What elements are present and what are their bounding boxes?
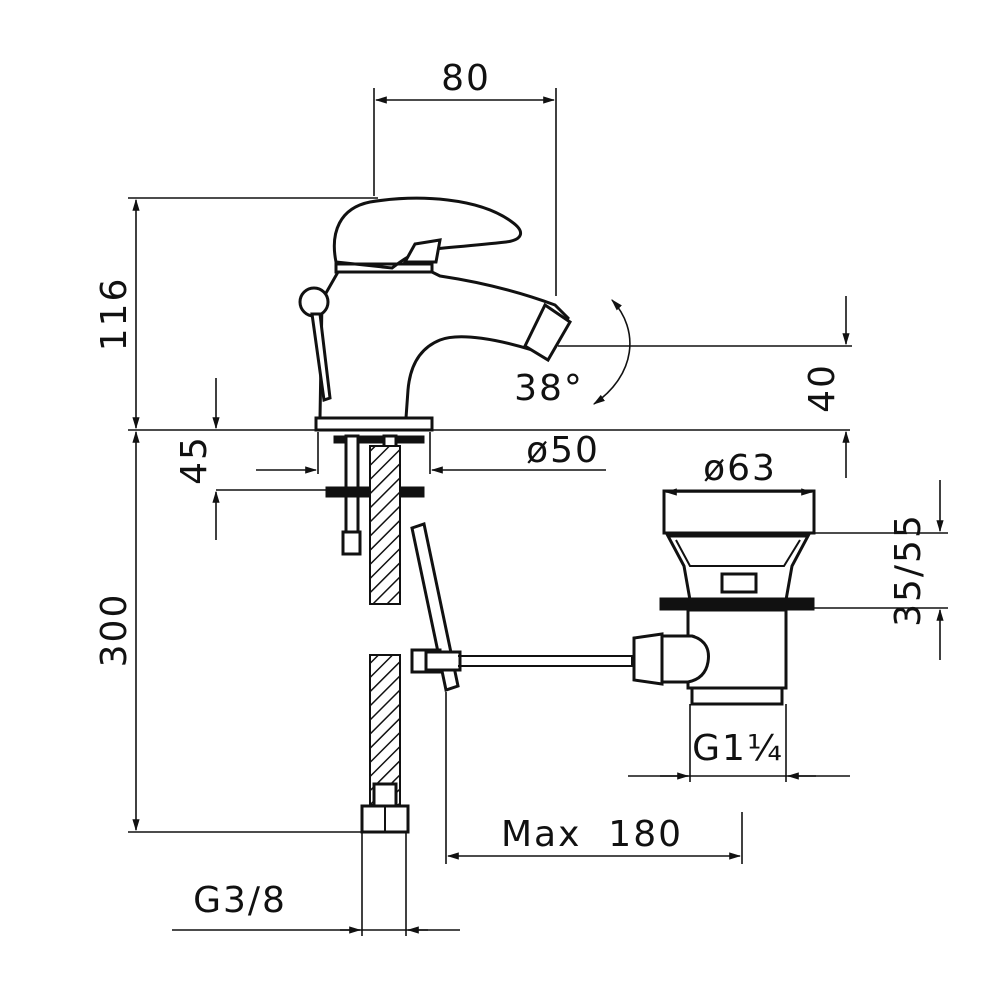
- dim-base-diameter: ø50: [526, 430, 600, 471]
- dim-waste-adjust: 35/55: [888, 513, 929, 627]
- dim-spout-height: 40: [802, 363, 843, 413]
- rod-clip-inner: [424, 650, 462, 672]
- dim-hose-length: 300: [94, 593, 135, 668]
- popup-linkage: [410, 522, 633, 692]
- waste-tail: [690, 686, 784, 706]
- popup-knob: [298, 286, 330, 318]
- flex-hose-upper: [369, 445, 401, 605]
- dim-waste-thread: G1¼: [692, 728, 784, 769]
- stud-left: [344, 434, 360, 534]
- faucet-body: [318, 270, 570, 420]
- hose-connector-ferrule: [372, 782, 398, 808]
- dim-spout-reach: 80: [441, 58, 491, 99]
- fixing-nut: [341, 530, 362, 556]
- dim-rod-length: Max 180: [501, 814, 683, 855]
- dim-spout-angle: 38°: [514, 368, 584, 409]
- top-washer: [333, 435, 425, 444]
- dim-total-height: 116: [94, 277, 135, 352]
- dimension-labels: 80 116 40 38° 45 ø50 300 ø63 35/55 G1¼ M…: [94, 58, 929, 921]
- waste-cap: [662, 489, 816, 535]
- popup-rod: [410, 522, 460, 692]
- horizontal-rod: [458, 655, 633, 667]
- spout-aerator: [523, 302, 572, 363]
- base-plate: [314, 416, 434, 432]
- waste-side-connector: [658, 634, 710, 684]
- dimension-lines: [128, 88, 948, 936]
- waste-latch: [720, 572, 758, 594]
- waste-flange: [659, 597, 815, 611]
- waste-knurl-nut: [632, 632, 664, 686]
- waste-assembly: [632, 489, 816, 706]
- dim-base-height: 45: [174, 435, 215, 485]
- dim-waste-diameter: ø63: [703, 448, 777, 489]
- flex-hose-lower: [369, 654, 401, 806]
- popup-stem: [310, 312, 332, 402]
- lever-joint: [402, 238, 442, 264]
- faucet: [298, 196, 572, 432]
- mounting: [325, 434, 425, 834]
- dim-hose-thread: G3/8: [193, 880, 287, 921]
